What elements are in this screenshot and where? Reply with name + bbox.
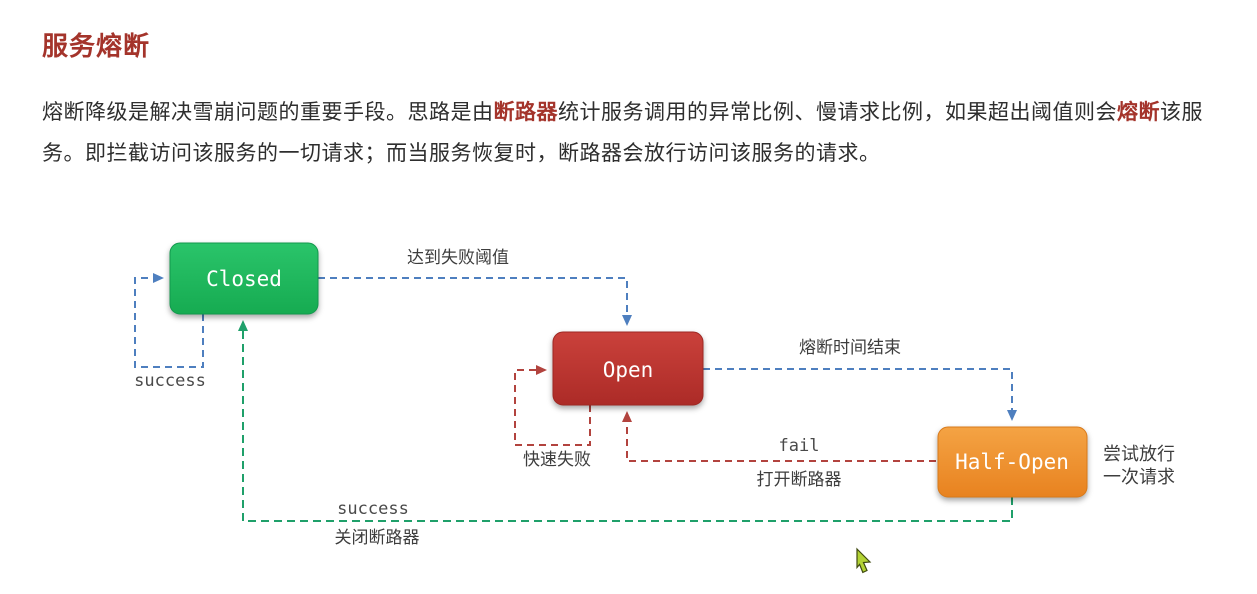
state-node-closed: Closed [169,242,319,315]
paragraph-segment: 熔断降级是解决雪崩问题的重要手段。思路是由 [42,101,494,124]
edge-label-fail: fail [779,436,820,456]
edge-open-self-loop [514,365,591,446]
edge-open-to-half-open [703,368,1017,421]
edge-label-failure-threshold: 达到失败阈值 [407,248,509,267]
paragraph-segment: 该服务。即拦截访问该服务的一切请求；而当服务恢复时，断路器会放行访问该服务的请求… [42,101,1203,165]
paragraph-emphasis-circuit-breaker: 断路器 [493,101,558,124]
state-label-closed: Closed [206,267,282,291]
state-node-half-open: Half-Open [937,426,1088,498]
state-node-open: Open [552,331,704,406]
edge-label-closed-success: success [134,371,206,391]
edge-label-open-breaker: 打开断路器 [757,470,842,489]
edge-label-fuse-time-end: 熔断时间结束 [799,338,901,357]
paragraph-segment: 统计服务调用的异常比例、慢请求比例，如果超出阈值则会 [558,101,1117,124]
half-open-note-line2: 一次请求 [1103,467,1175,487]
mouse-cursor [856,547,872,574]
edge-label-half-open-success: success [337,499,409,519]
edge-half-open-to-open [622,411,936,462]
edge-closed-self-loop [134,273,204,368]
state-label-half-open: Half-Open [955,450,1069,474]
edge-label-close-breaker: 关闭断路器 [335,528,420,547]
half-open-note-line1: 尝试放行 [1103,444,1175,464]
edge-half-open-to-closed [238,320,1013,522]
edge-label-fast-fail: 快速失败 [523,450,591,469]
state-label-open: Open [603,358,654,382]
paragraph-emphasis-fuse: 熔断 [1117,101,1160,124]
edge-closed-to-open [318,277,632,326]
page-title: 服务熔断 [42,31,151,61]
intro-paragraph: 熔断降级是解决雪崩问题的重要手段。思路是由断路器统计服务调用的异常比例、慢请求比… [42,92,1242,174]
